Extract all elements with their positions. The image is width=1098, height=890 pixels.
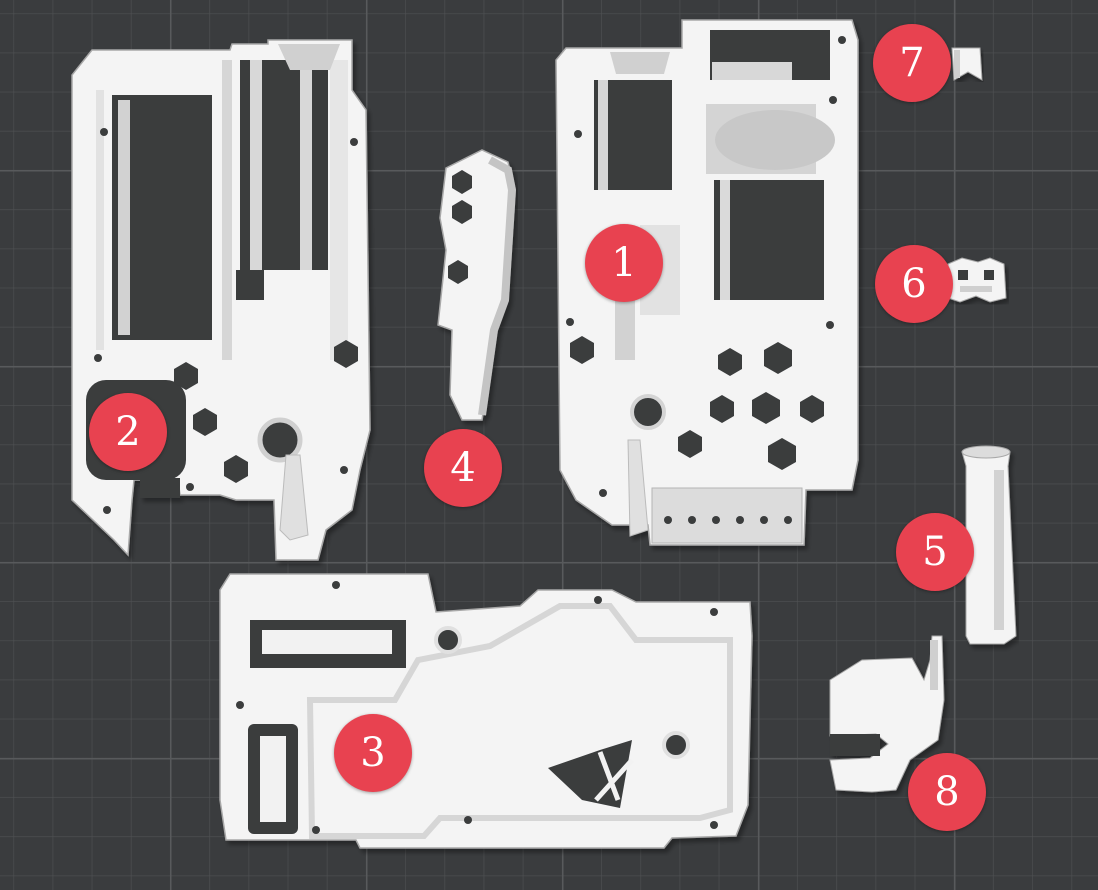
marker-4-label: 4 (450, 445, 476, 491)
pin (961, 445, 1017, 645)
marker-6-label: 6 (901, 261, 927, 307)
marker-6: 6 (875, 245, 953, 323)
marker-3-label: 3 (360, 730, 386, 776)
grip-bar (437, 149, 517, 421)
marker-3: 3 (334, 714, 412, 792)
marker-1-label: 1 (611, 240, 637, 286)
marker-5-label: 5 (922, 529, 948, 575)
marker-5: 5 (896, 513, 974, 591)
marker-8-label: 8 (934, 769, 960, 815)
marker-7: 7 (873, 24, 951, 102)
small-catch (951, 47, 983, 81)
left-receiver-half (71, 39, 371, 561)
marker-7-label: 7 (899, 40, 925, 86)
marker-2-label: 2 (115, 409, 141, 455)
marker-2: 2 (89, 393, 167, 471)
right-receiver-half (555, 19, 859, 546)
side-plate (219, 573, 753, 849)
marker-8: 8 (908, 753, 986, 831)
small-latch (947, 257, 1007, 303)
hook-bracket (829, 635, 945, 793)
marker-1: 1 (585, 224, 663, 302)
marker-4: 4 (424, 429, 502, 507)
